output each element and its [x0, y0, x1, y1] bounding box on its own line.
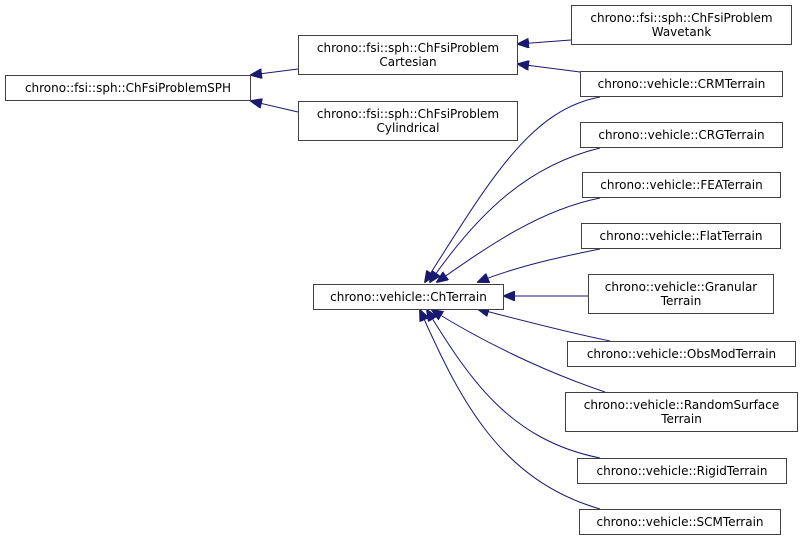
class-node-label: Wavetank	[651, 25, 712, 39]
class-node-label: chrono::vehicle::RandomSurface	[583, 398, 780, 412]
class-node-granularterrain[interactable]: chrono::vehicle::Granular Terrain	[588, 274, 774, 314]
class-node-chterrain[interactable]: chrono::vehicle::ChTerrain	[313, 284, 504, 310]
class-node-label: chrono::vehicle::FEATerrain	[600, 178, 763, 192]
class-node-chfsiproblemwavetank[interactable]: chrono::fsi::sph::ChFsiProblem Wavetank	[571, 5, 792, 45]
inheritance-edge-obsmod-to-chterrain	[478, 309, 611, 342]
class-node-label: chrono::fsi::sph::ChFsiProblemSPH	[24, 81, 232, 95]
class-node-obsmodterrain[interactable]: chrono::vehicle::ObsModTerrain	[567, 341, 796, 367]
class-node-label: chrono::vehicle::CRGTerrain	[598, 128, 765, 142]
class-node-label: Terrain	[661, 412, 702, 426]
class-node-flatterrain[interactable]: chrono::vehicle::FlatTerrain	[581, 223, 781, 249]
class-node-label: chrono::vehicle::Granular	[604, 280, 758, 294]
class-node-label: chrono::vehicle::SCMTerrain	[596, 515, 764, 529]
class-node-rigidterrain[interactable]: chrono::vehicle::RigidTerrain	[577, 458, 787, 484]
class-node-label: chrono::vehicle::ObsModTerrain	[586, 347, 777, 361]
inheritance-edge-crg-to-chterrain	[430, 147, 601, 282]
class-node-label: chrono::vehicle::RigidTerrain	[596, 464, 768, 478]
class-node-label: chrono::fsi::sph::ChFsiProblem	[590, 11, 773, 25]
inheritance-edge-rigid-to-chterrain	[427, 310, 601, 459]
inheritance-edge-flat-to-chterrain	[478, 248, 601, 282]
class-node-label: Terrain	[660, 294, 702, 308]
inheritance-edge-crm-to-cartesian	[518, 64, 581, 73]
class-node-chfsiproblemcylindrical[interactable]: chrono::fsi::sph::ChFsiProblem Cylindric…	[298, 101, 518, 141]
inheritance-edge-crm-to-chterrain	[425, 96, 601, 282]
inheritance-edge-scm-to-chterrain	[420, 310, 601, 510]
class-node-crmterrain[interactable]: chrono::vehicle::CRMTerrain	[580, 71, 783, 97]
class-node-label: chrono::vehicle::ChTerrain	[330, 290, 487, 304]
class-node-label: chrono::fsi::sph::ChFsiProblem	[316, 107, 500, 121]
inheritance-edge-fea-to-chterrain	[437, 197, 601, 282]
class-node-label: chrono::fsi::sph::ChFsiProblem	[316, 41, 500, 55]
class-node-featerrain[interactable]: chrono::vehicle::FEATerrain	[582, 172, 781, 198]
class-node-randomsurfaceterrain[interactable]: chrono::vehicle::RandomSurface Terrain	[565, 392, 798, 432]
inheritance-edge-cartesian-to-sph	[251, 68, 299, 75]
inheritance-edge-random-to-chterrain	[432, 310, 606, 393]
class-node-label: chrono::vehicle::CRMTerrain	[597, 77, 766, 91]
class-node-label: chrono::vehicle::FlatTerrain	[599, 229, 763, 243]
class-node-crgterrain[interactable]: chrono::vehicle::CRGTerrain	[580, 122, 783, 148]
class-node-scmterrain[interactable]: chrono::vehicle::SCMTerrain	[579, 509, 781, 535]
inheritance-edge-cylindrical-to-sph	[251, 101, 299, 113]
class-node-label: Cylindrical	[376, 121, 440, 135]
inheritance-edge-wavetank-to-cartesian	[518, 40, 572, 44]
class-node-chfsiproblemsph[interactable]: chrono::fsi::sph::ChFsiProblemSPH	[5, 75, 251, 101]
class-node-label: Cartesian	[379, 55, 437, 69]
class-node-chfsiproblemcartesian[interactable]: chrono::fsi::sph::ChFsiProblem Cartesian	[298, 35, 518, 75]
